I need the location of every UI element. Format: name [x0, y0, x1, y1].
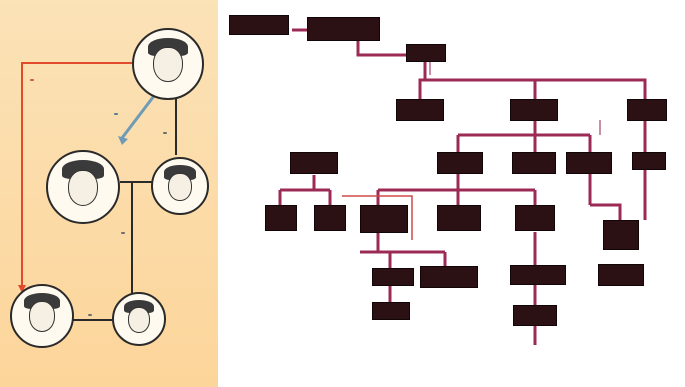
tree-node: [437, 152, 483, 174]
tree-node: [437, 205, 481, 231]
tree-node: [513, 305, 557, 326]
portrait-middle-left: [46, 150, 120, 224]
tree-node: [307, 17, 380, 41]
tree-node: [360, 205, 408, 233]
tree-node: [372, 268, 414, 286]
portrait-top: [132, 28, 204, 100]
tree-node: [265, 205, 297, 231]
portrait-bottom-right: [112, 292, 166, 346]
tree-node: [229, 15, 289, 35]
tree-node: [396, 99, 444, 121]
tree-node: [632, 152, 666, 170]
tree-node: [603, 220, 639, 250]
badge-bottom: [88, 314, 92, 316]
badge-dark-mid: [121, 232, 125, 234]
tree-node: [290, 152, 338, 174]
tree-node: [598, 264, 644, 286]
tree-node: [510, 265, 566, 285]
portrait-middle-right: [151, 157, 209, 215]
tree-node: [420, 266, 478, 288]
tree-node: [510, 99, 558, 121]
tree-node: [314, 205, 346, 231]
portrait-bottom-left: [10, 284, 74, 348]
tree-node: [406, 44, 446, 62]
tree-node: [515, 205, 555, 231]
tree-node: [512, 152, 556, 174]
tree-node: [627, 99, 667, 121]
badge-dark-top: [163, 132, 167, 134]
badge-blue: [114, 113, 118, 115]
badge-top-red: [30, 79, 34, 81]
tree-node: [372, 302, 410, 320]
tree-node: [566, 152, 612, 174]
